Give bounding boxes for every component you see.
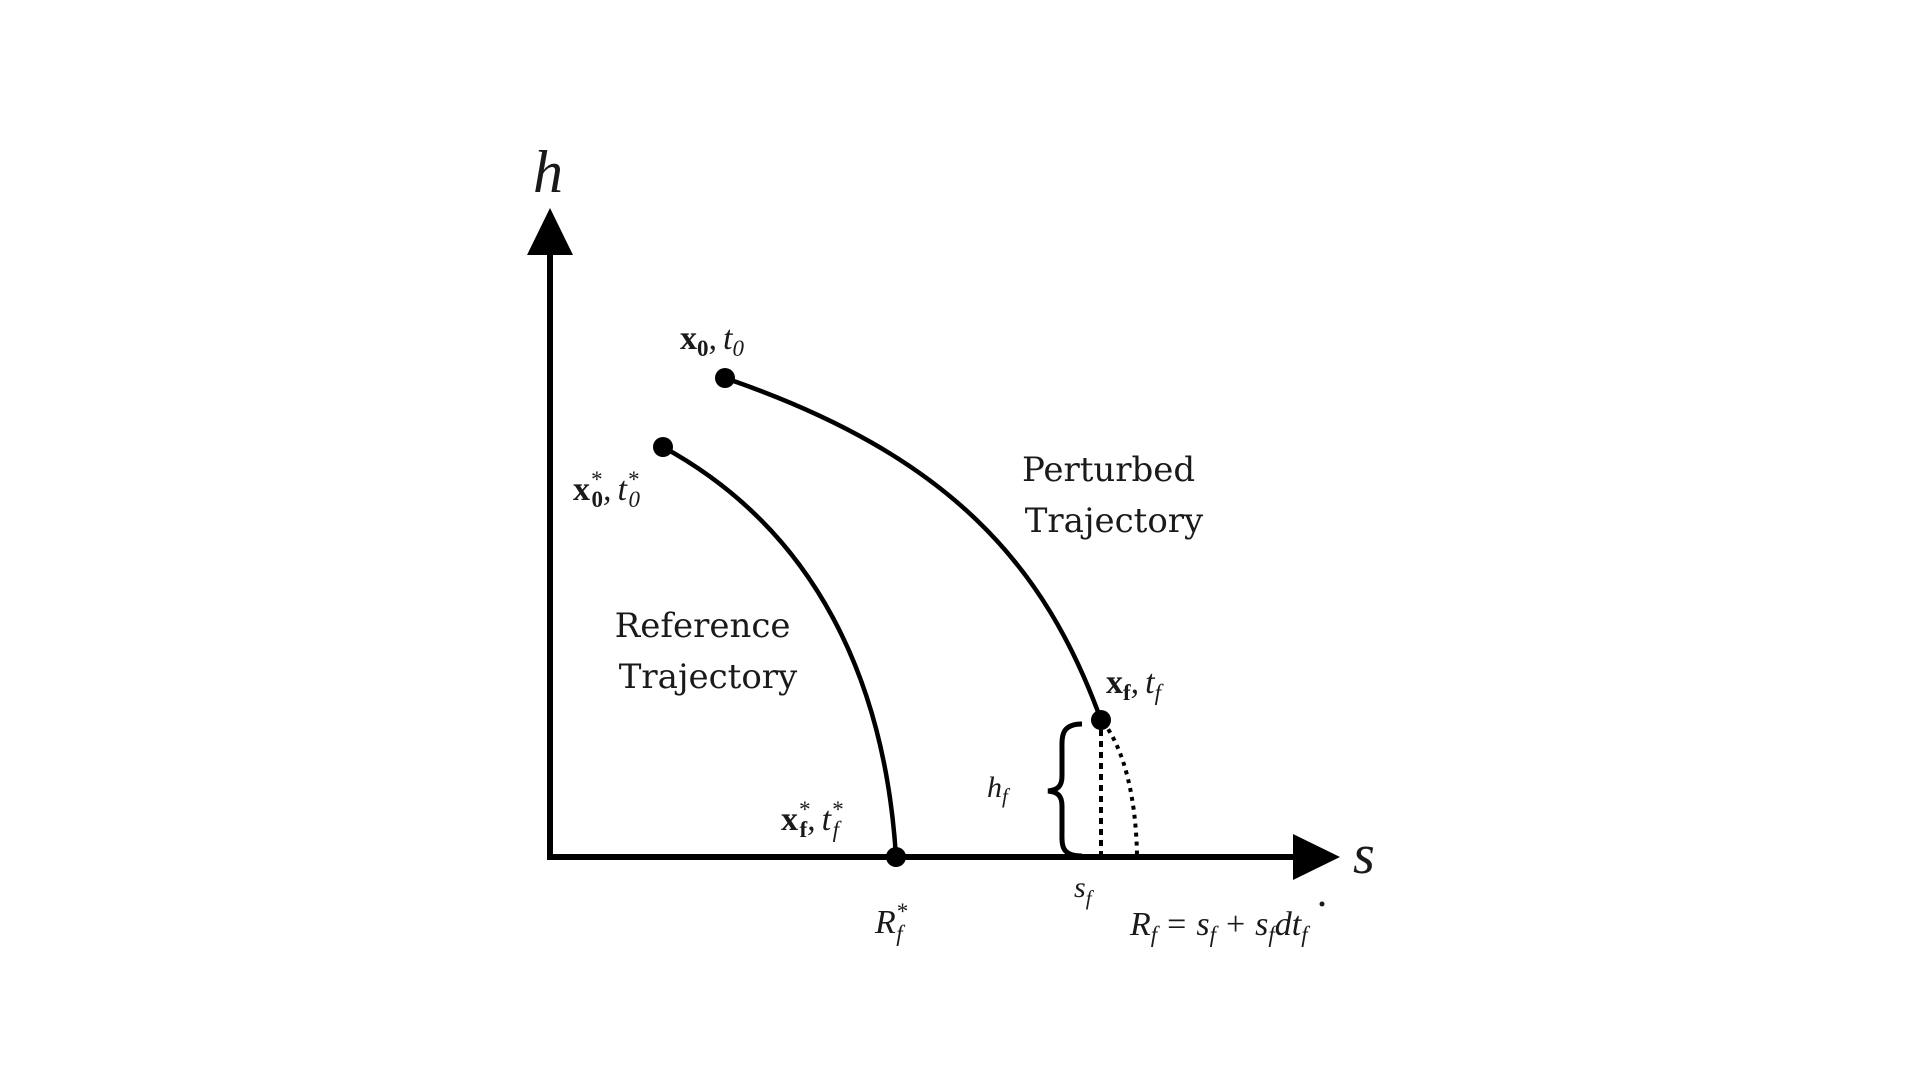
range-equation: Rf=sf+sfdtf [1129,906,1311,947]
height-label: hf [987,771,1011,808]
reference-range-label: R*f [874,899,908,946]
perturbed-end-point [1091,710,1111,730]
height-brace [1047,721,1083,859]
reference-end-label: x*f,t*f [781,797,843,842]
perturbed-trajectory-label: Perturbed Trajectory [1022,450,1206,541]
reference-start-point [653,437,673,457]
vertical-axis-label: h [533,139,563,205]
reference-trajectory-label: Reference Trajectory [615,606,802,697]
vertical-axis-arrowhead [527,208,573,255]
reference-trajectory-curve [661,445,899,858]
horizontal-axis-arrowhead [1293,834,1340,880]
perturbed-start-label: x0,t0 [680,320,744,361]
extrapolated-dotted-arc [1101,720,1139,856]
perturbed-trajectory-curve [724,375,1104,721]
final-position-label: sf [1074,871,1095,910]
reference-end-point [886,847,906,867]
reference-start-label: x*0,t*0 [573,467,640,512]
rate-dot-mark [1319,901,1325,907]
axes [527,208,1340,880]
horizontal-axis-label: s [1353,824,1375,886]
perturbed-start-point [715,368,735,388]
perturbed-end-label: xf,tf [1106,664,1165,705]
